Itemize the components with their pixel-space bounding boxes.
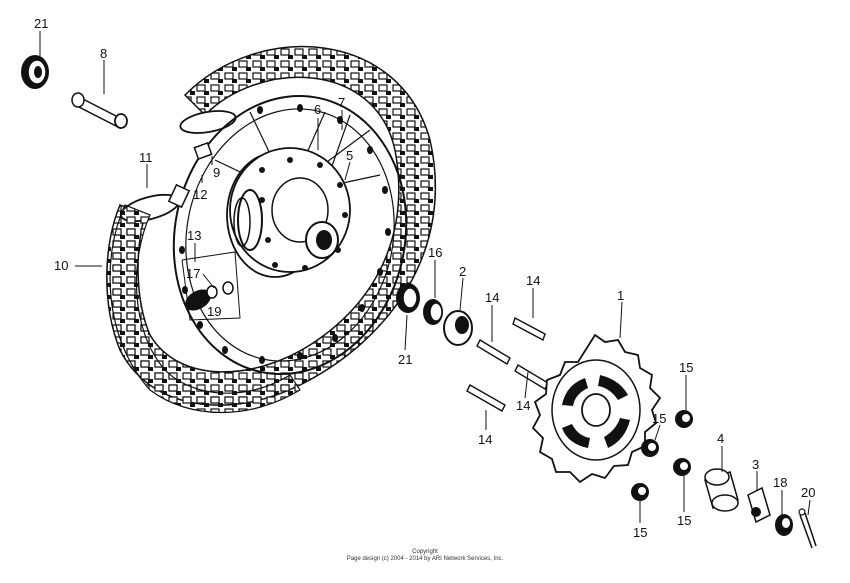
callout-15-c: 15: [677, 513, 691, 528]
callout-14-d: 14: [478, 432, 492, 447]
callout-8: 8: [100, 46, 107, 61]
tire-icon: [106, 45, 437, 413]
copyright-notice: Page design (c) 2004 - 2014 by ARI Netwo…: [346, 556, 504, 562]
callout-14-c: 14: [516, 398, 530, 413]
callout-5: 5: [346, 148, 353, 163]
stud-bolt-icon: [466, 316, 549, 412]
flange: [443, 310, 473, 346]
callout-15-a: 15: [679, 360, 693, 375]
rim: [172, 94, 408, 376]
callout-17: 17: [186, 266, 200, 281]
callout-16: 16: [428, 245, 442, 260]
callout-11: 11: [139, 150, 153, 165]
callout-4: 4: [717, 431, 724, 446]
copyright-line: Copyright: [412, 549, 438, 555]
seal: [423, 299, 443, 325]
axle-spacer: [704, 468, 739, 512]
callout-18: 18: [773, 475, 787, 490]
sprocket-icon: [531, 333, 662, 484]
hub-icon: [226, 147, 351, 278]
callout-21-top: 21: [34, 16, 48, 31]
callout-6: 6: [314, 102, 321, 117]
nut-icon: [775, 514, 793, 536]
leader-lines: [39, 31, 811, 523]
axle-spacer: [71, 92, 128, 130]
callout-15-b: 15: [652, 411, 666, 426]
callout-15-d: 15: [633, 525, 647, 540]
callout-19: 19: [207, 304, 221, 319]
callout-7: 7: [338, 95, 345, 110]
cotter-pin: [798, 508, 817, 549]
callout-12: 12: [193, 187, 207, 202]
callouts: 21 8 9 12 11 10 13 17 19 6 7 5 16 2 21 1…: [34, 16, 815, 540]
nut-icon: [631, 410, 693, 501]
rim-band-detail: [181, 251, 241, 321]
callout-13: 13: [187, 228, 201, 243]
callout-10: 10: [54, 258, 68, 273]
callout-21-bottom: 21: [398, 352, 412, 367]
bearing-icon: [21, 55, 49, 89]
chain-adjuster: [747, 486, 771, 524]
callout-14-b: 14: [485, 290, 499, 305]
valve-stem: [167, 142, 213, 209]
callout-1: 1: [617, 288, 624, 303]
callout-3: 3: [752, 457, 759, 472]
callout-9: 9: [213, 165, 220, 180]
callout-2: 2: [459, 264, 466, 279]
bearing-icon: [396, 283, 420, 313]
callout-20: 20: [801, 485, 815, 500]
callout-14-a: 14: [526, 273, 540, 288]
